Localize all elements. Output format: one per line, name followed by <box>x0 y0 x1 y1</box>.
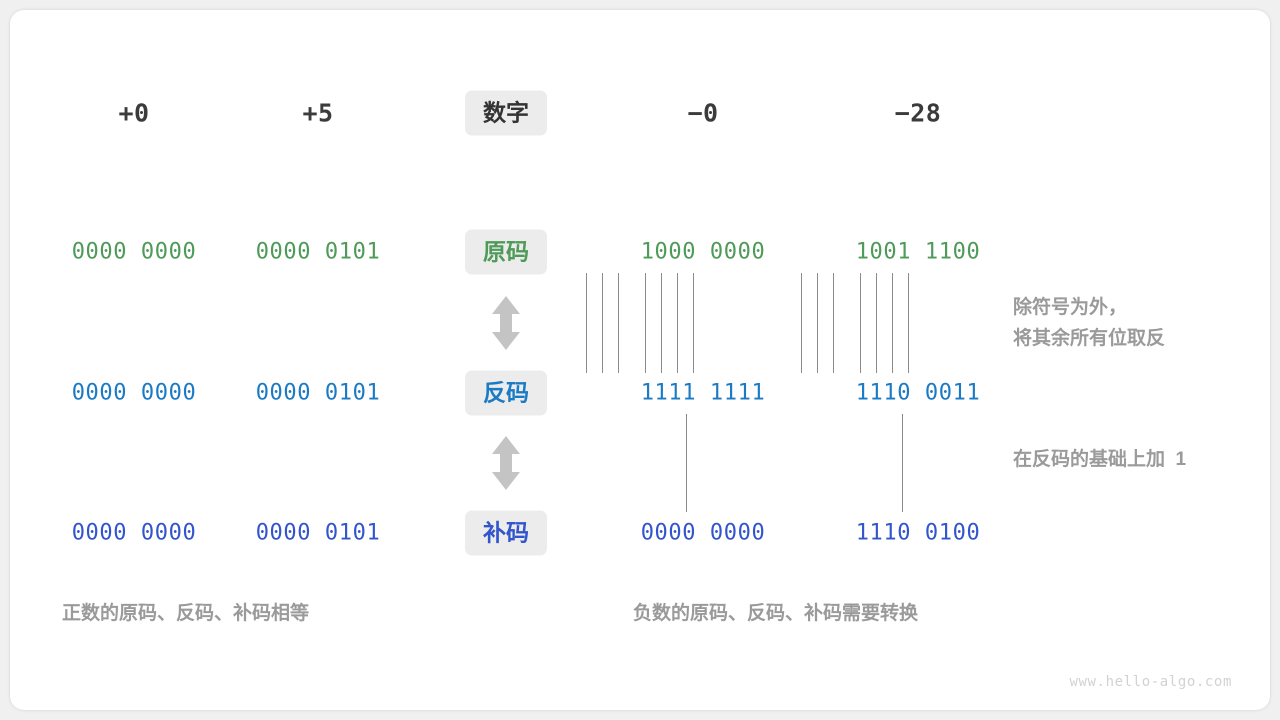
header-value-pos-five: +5 <box>302 98 334 128</box>
row-label-number: 数字 <box>465 90 547 136</box>
double-arrow-true-to-inverse-icon <box>489 295 523 351</box>
header-value-pos-zero: +0 <box>118 98 150 128</box>
true-code-neg-zero: 1000 0000 <box>640 239 766 265</box>
bit-connector-neg-zero-inverse-to-complement <box>628 414 778 512</box>
inverse-code-neg-twentyeight: 1110 0011 <box>855 380 981 406</box>
true-code-neg-twentyeight: 1001 1100 <box>855 239 981 265</box>
true-code-pos-five: 0000 0101 <box>255 239 381 265</box>
inverse-code-pos-zero: 0000 0000 <box>71 380 197 406</box>
caption-negative: 负数的原码、反码、补码需要转换 <box>633 603 919 624</box>
header-value-neg-twentyeight: −28 <box>894 98 942 128</box>
complement-code-neg-zero: 0000 0000 <box>640 520 766 546</box>
inverse-code-pos-five: 0000 0101 <box>255 380 381 406</box>
caption-positive: 正数的原码、反码、补码相等 <box>62 603 310 624</box>
bit-connectors-neg-twentyeight-true-to-inverse <box>801 273 993 373</box>
row-label-complement-code: 补码 <box>465 510 547 556</box>
watermark: www.hello-algo.com <box>1069 674 1232 690</box>
true-code-pos-zero: 0000 0000 <box>71 239 197 265</box>
complement-code-neg-twentyeight: 1110 0100 <box>855 520 981 546</box>
bit-connectors-neg-zero-true-to-inverse <box>586 273 778 373</box>
note-true-to-inverse: 除符号为外， 将其余所有位取反 <box>1013 297 1166 349</box>
double-arrow-inverse-to-complement-icon <box>489 435 523 491</box>
row-label-inverse-code: 反码 <box>465 370 547 416</box>
inverse-code-neg-zero: 1111 1111 <box>640 380 766 406</box>
diagram-card: +0 +5 数字 −0 −28 0000 0000 0000 0101 原码 1… <box>10 10 1270 710</box>
complement-code-pos-zero: 0000 0000 <box>71 520 197 546</box>
header-value-neg-zero: −0 <box>687 98 719 128</box>
note-inverse-to-complement: 在反码的基础上加 1 <box>1013 449 1187 470</box>
bit-connector-neg-twentyeight-inverse-to-complement <box>843 414 993 512</box>
row-label-true-code: 原码 <box>465 229 547 275</box>
complement-code-pos-five: 0000 0101 <box>255 520 381 546</box>
